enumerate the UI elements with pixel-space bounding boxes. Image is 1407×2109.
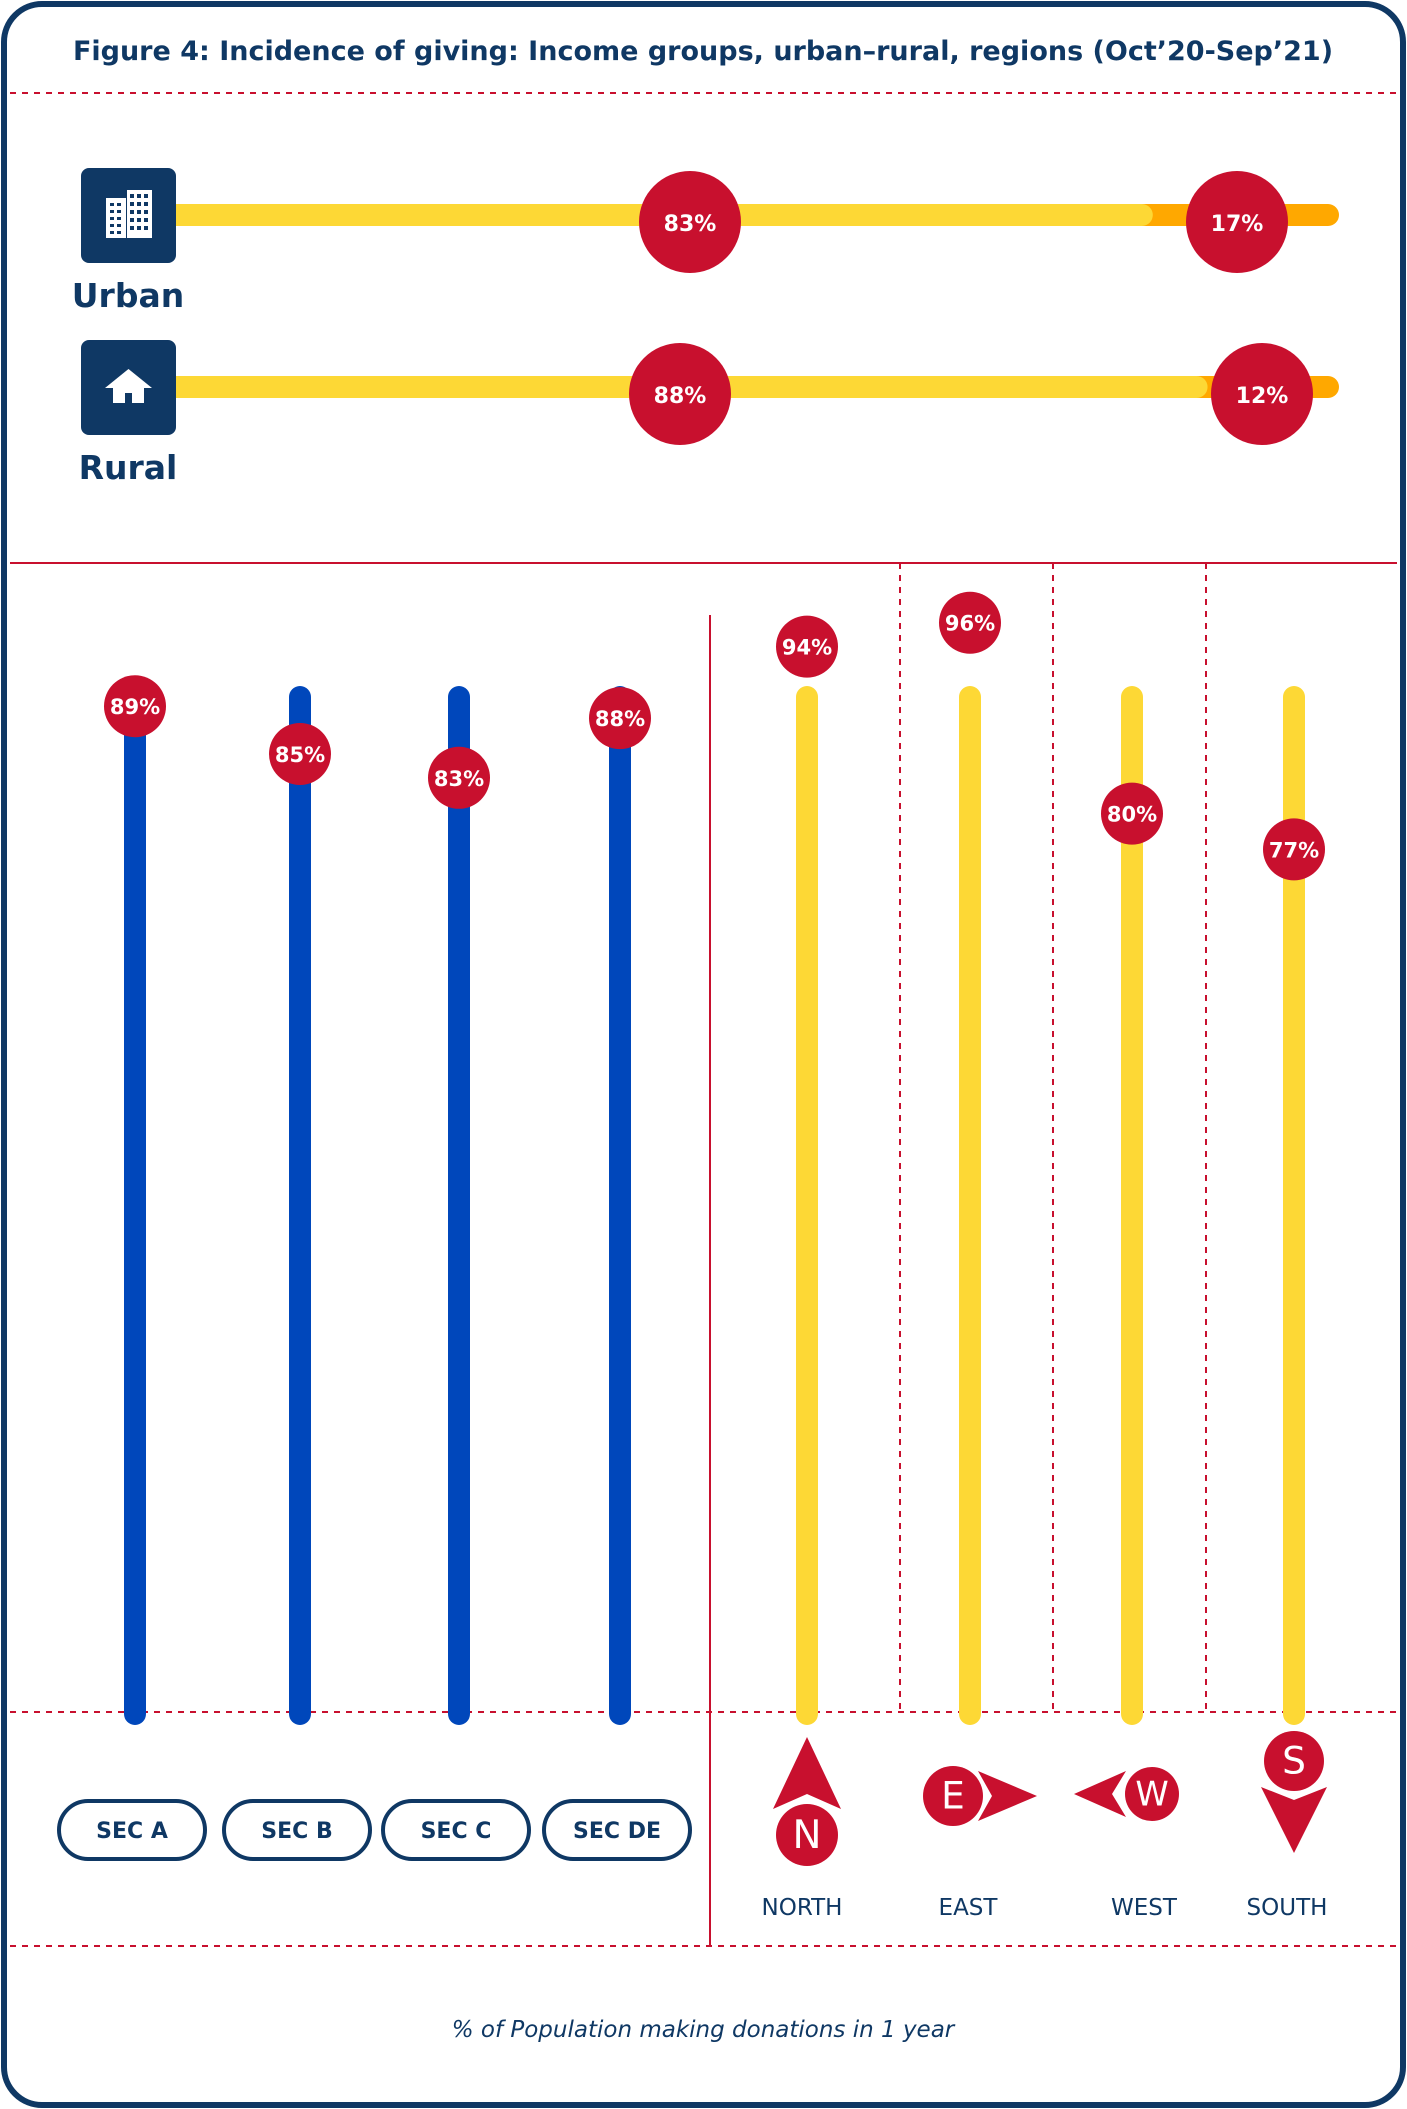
house-door <box>125 393 132 403</box>
building-window <box>117 203 121 206</box>
region-label: SOUTH <box>1247 1895 1328 1921</box>
building-window <box>137 202 141 206</box>
compass-south-icon: S <box>1261 1731 1327 1853</box>
building-window <box>144 226 148 230</box>
data-label: 96% <box>945 612 995 636</box>
value-marker-north <box>776 615 838 678</box>
building-window <box>130 194 134 198</box>
building-window <box>130 226 134 230</box>
value-marker-sec-a <box>104 675 166 738</box>
building-window <box>110 203 114 206</box>
data-label: 85% <box>275 743 325 767</box>
value-marker-urban-non-givers <box>1186 171 1288 273</box>
building-window <box>130 210 134 214</box>
value-marker-south <box>1263 818 1325 881</box>
building-window <box>130 218 134 222</box>
data-label: 83% <box>664 212 717 237</box>
compass-west-icon: W <box>1074 1767 1179 1821</box>
value-marker-urban-givers <box>639 171 741 273</box>
value-marker-sec-c <box>428 746 490 809</box>
building-window <box>130 202 134 206</box>
building-window <box>137 226 141 230</box>
building-window <box>144 210 148 214</box>
category-label-rural: Rural <box>79 448 178 487</box>
building-window <box>137 218 141 222</box>
building-window <box>137 194 141 198</box>
data-label: 12% <box>1236 384 1289 409</box>
value-marker-east <box>939 591 1001 654</box>
vertical-bar-charts: 89% 85% 83% 88% 94% 96% 80% 77% <box>104 591 1325 1725</box>
house-icon <box>105 369 152 403</box>
building-window <box>110 210 114 213</box>
building-window <box>117 217 121 220</box>
building-window <box>144 194 148 198</box>
arrow-left <box>1074 1771 1126 1817</box>
figure-title: Figure 4: Incidence of giving: Income gr… <box>73 36 1333 67</box>
compass-east-icon: E <box>923 1766 1037 1826</box>
data-label: 94% <box>782 636 832 660</box>
category-pill-sec-b <box>222 1799 372 1861</box>
value-marker-sec-de <box>589 687 651 750</box>
compass-letter-disc <box>1125 1767 1179 1821</box>
category-pill-sec-de <box>542 1799 692 1861</box>
value-marker-sec-b <box>269 722 331 785</box>
compass-letter-disc <box>776 1804 838 1866</box>
footnote: % of Population making donations in 1 ye… <box>452 2017 956 2043</box>
arrow-up <box>773 1737 841 1809</box>
urban-rural-chart: Urban 83% 17% Rural 88% 12% <box>72 168 1339 487</box>
building-icon <box>106 190 152 238</box>
category-label: SEC A <box>96 1819 168 1844</box>
building-window <box>110 231 114 234</box>
arrow-right <box>978 1771 1037 1821</box>
compass-north-icon: N <box>773 1737 841 1866</box>
building-window <box>117 210 121 213</box>
region-label: EAST <box>939 1895 999 1921</box>
building-window <box>137 210 141 214</box>
category-label: SEC DE <box>573 1819 661 1844</box>
data-label: 80% <box>1107 803 1157 827</box>
category-labels: SEC A SEC B SEC C SEC DE N NORTH E EAST W WEST S SO… <box>57 1731 1328 1921</box>
value-marker-rural-non-givers <box>1211 343 1313 445</box>
data-label: 83% <box>434 767 484 791</box>
region-label: NORTH <box>762 1895 843 1921</box>
compass-letter: E <box>941 1774 965 1818</box>
building-left <box>106 198 126 238</box>
building-window <box>144 218 148 222</box>
category-pill-sec-c <box>381 1799 531 1861</box>
house-roof <box>105 369 152 388</box>
building-window <box>144 202 148 206</box>
compass-letter: S <box>1282 1739 1306 1783</box>
building-window <box>110 217 114 220</box>
category-label: SEC B <box>261 1819 332 1844</box>
building-window <box>117 231 121 234</box>
data-label: 88% <box>595 707 645 731</box>
building-window <box>117 224 121 227</box>
compass-letter-disc <box>923 1766 983 1826</box>
data-label: 17% <box>1211 212 1264 237</box>
region-label: WEST <box>1111 1895 1178 1921</box>
category-label-urban: Urban <box>72 276 184 315</box>
value-marker-west <box>1101 782 1163 845</box>
compass-letter: W <box>1135 1774 1168 1813</box>
data-label: 77% <box>1269 838 1319 862</box>
data-label: 89% <box>110 695 160 719</box>
building-window <box>110 224 114 227</box>
section-dividers <box>10 92 1397 1947</box>
category-pill-sec-a <box>57 1799 207 1861</box>
data-label: 88% <box>654 384 707 409</box>
arrow-down <box>1261 1787 1327 1853</box>
value-marker-rural-givers <box>629 343 731 445</box>
category-label: SEC C <box>421 1819 492 1844</box>
compass-letter-disc <box>1264 1731 1324 1791</box>
compass-letter: N <box>793 1813 822 1858</box>
